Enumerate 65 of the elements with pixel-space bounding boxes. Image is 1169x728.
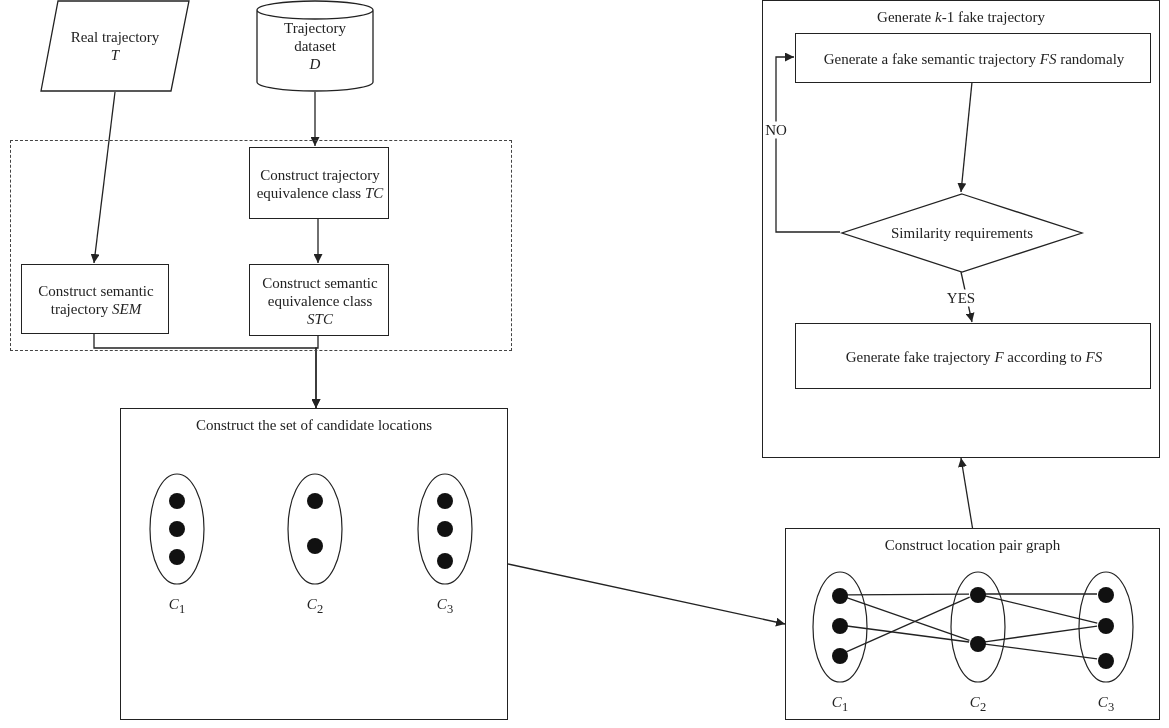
process-box: [795, 323, 1151, 389]
arrow: [958, 457, 974, 529]
arrow: [507, 563, 786, 627]
node-label: Construct semantic equivalence class STC: [261, 274, 379, 328]
connector-line: [984, 643, 1098, 660]
input-parallelogram: [40, 0, 190, 92]
location-dot: [832, 618, 848, 634]
set-label: C$_{2}$: [969, 693, 987, 716]
location-dot: [437, 553, 453, 569]
location-dot: [832, 648, 848, 664]
set-label: C$_{2}$: [306, 595, 324, 618]
set-label: C$_{1}$: [831, 693, 849, 716]
process-box: [249, 147, 389, 219]
set-label: C$_{1}$: [168, 595, 186, 618]
edge-label: NO: [763, 121, 789, 139]
group-title: Construct the set of candidate locations: [194, 416, 434, 434]
dashed-group-box: [10, 140, 512, 351]
group-box: [762, 0, 1160, 458]
location-dot: [169, 521, 185, 537]
location-dot: [970, 636, 986, 652]
location-dot: [1098, 653, 1114, 669]
arrow: [775, 52, 841, 233]
location-dot: [307, 493, 323, 509]
connector-line: [984, 593, 1098, 595]
connector-line: [846, 593, 970, 596]
set-label: C$_{3}$: [1097, 693, 1115, 716]
process-box: [21, 264, 169, 334]
arrow: [90, 91, 116, 264]
location-dot: [437, 493, 453, 509]
database-cylinder: [256, 0, 374, 92]
node-label: Construct semantic trajectory SEM: [37, 282, 155, 318]
arrow: [957, 81, 973, 193]
group-title: Construct location pair graph: [883, 536, 1062, 554]
group-box: [120, 408, 508, 720]
process-box: [795, 33, 1151, 83]
process-box: [249, 264, 389, 336]
node-label: Trajectory dataset: [283, 19, 347, 55]
connector-line: [984, 595, 1098, 624]
location-dot: [970, 587, 986, 603]
arrow: [311, 334, 321, 409]
decision-diamond: [841, 193, 1083, 273]
connector-line: [846, 625, 970, 643]
arrow: [313, 217, 323, 264]
node-label: Similarity requirements: [890, 224, 1034, 242]
location-dot: [437, 521, 453, 537]
node-label: Real trajectory: [70, 28, 160, 46]
location-dot: [169, 493, 185, 509]
connector-line: [984, 625, 1098, 643]
arrow: [310, 91, 320, 147]
connector-line: [845, 596, 971, 653]
group-box: [785, 528, 1160, 720]
location-dot: [169, 549, 185, 565]
edge-label: YES: [944, 289, 978, 307]
variable-label: D: [309, 55, 321, 73]
location-dot: [307, 538, 323, 554]
set-label: C$_{3}$: [436, 595, 454, 618]
connector-line: [845, 596, 971, 642]
group-title: Generate k-1 fake trajectory: [876, 8, 1046, 26]
node-label: Generate a fake semantic trajectory FS randomaly: [823, 50, 1125, 68]
node-label: Construct trajectory equivalence class TC: [256, 166, 384, 202]
location-dot: [1098, 587, 1114, 603]
location-dot: [1098, 618, 1114, 634]
variable-label: T: [110, 46, 120, 64]
location-dot: [832, 588, 848, 604]
node-label: Generate fake trajectory F according to FS: [845, 348, 1103, 366]
